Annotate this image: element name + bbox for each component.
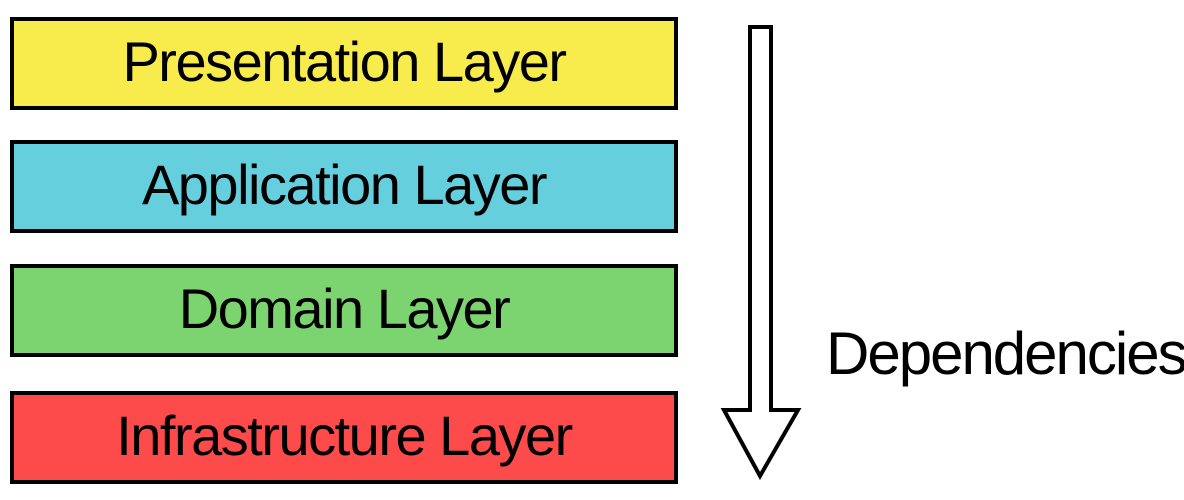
layer-box-domain: Domain Layer: [10, 264, 678, 357]
dependencies-label: Dependencies: [826, 320, 1184, 387]
layer-box-application: Application Layer: [10, 140, 678, 233]
layer-box-infrastructure: Infrastructure Layer: [10, 391, 678, 484]
layer-box-presentation: Presentation Layer: [10, 17, 678, 110]
layer-label-infrastructure: Infrastructure Layer: [116, 403, 573, 467]
layer-label-application: Application Layer: [141, 152, 548, 216]
layer-label-presentation: Presentation Layer: [122, 29, 567, 93]
layer-label-domain: Domain Layer: [178, 276, 511, 340]
